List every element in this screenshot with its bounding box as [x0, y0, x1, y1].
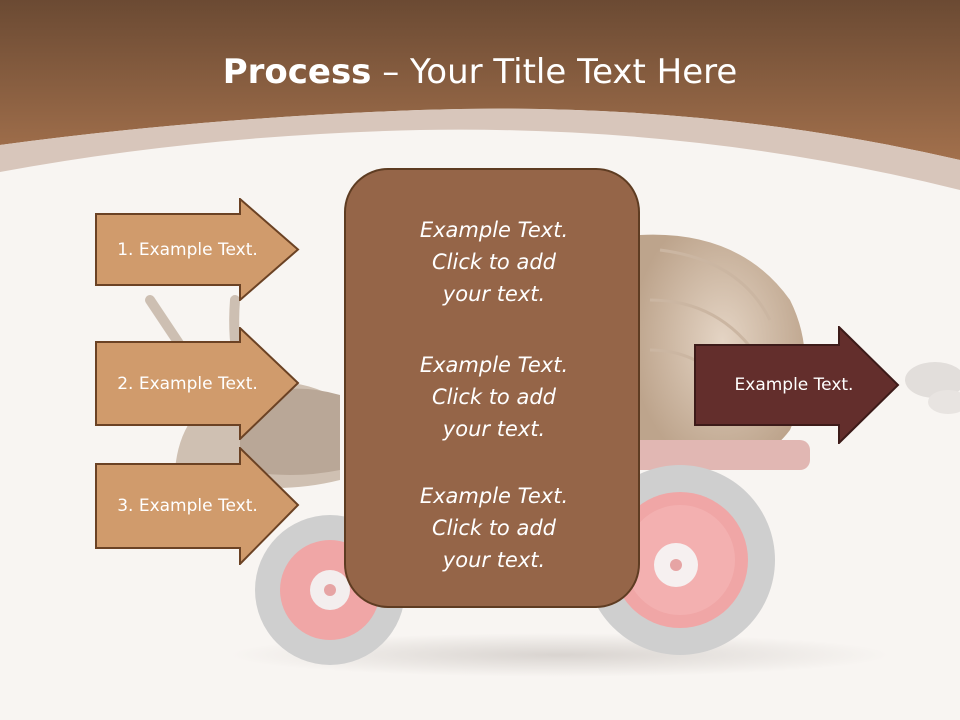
right-arrow-label: Example Text. — [734, 375, 854, 395]
center-block-1-line-2: Click to add — [431, 250, 556, 274]
center-block-3-line-3: your text. — [442, 548, 546, 572]
right-arrow[interactable] — [694, 326, 900, 444]
center-block-2-line-3: your text. — [442, 417, 546, 441]
left-arrow-1[interactable] — [95, 198, 300, 301]
slide-title: Process – Your Title Text Here — [0, 52, 960, 92]
title-rest: – Your Title Text Here — [371, 52, 738, 92]
left-arrow-1-label: 1. Example Text. — [117, 239, 258, 260]
center-block-3-line-2: Click to add — [431, 516, 556, 540]
header-band — [0, 0, 960, 190]
left-arrow-2-label: 2. Example Text. — [117, 373, 258, 394]
center-block-1-line-3: your text. — [442, 282, 546, 306]
center-block-3: Example Text. Click to add your text. — [346, 480, 642, 576]
center-block-1: Example Text. Click to add your text. — [346, 214, 642, 310]
center-block-2-line-2: Click to add — [431, 385, 556, 409]
title-bold: Process — [222, 52, 372, 92]
center-block-1-line-1: Example Text. — [419, 218, 569, 242]
center-block-2: Example Text. Click to add your text. — [346, 349, 642, 445]
left-arrow-2[interactable] — [95, 327, 300, 440]
center-block-3-line-1: Example Text. — [419, 484, 569, 508]
center-text-box[interactable]: Example Text. Click to add your text. Ex… — [344, 168, 640, 608]
left-arrow-3[interactable] — [95, 447, 300, 565]
center-block-2-line-1: Example Text. — [419, 353, 569, 377]
left-arrow-3-label: 3. Example Text. — [117, 496, 258, 516]
